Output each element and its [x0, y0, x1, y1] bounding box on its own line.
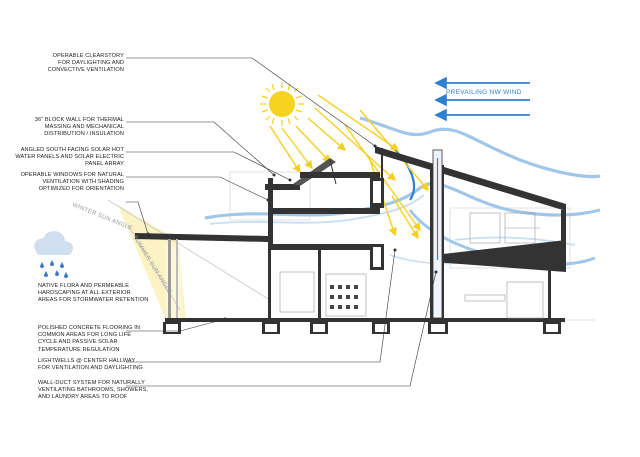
callout-solar-panels: ANGLED SOUTH FACING SOLAR HOT WATER PANE…	[15, 147, 124, 168]
callout-lightwells: LIGHTWELLS @ CENTER HALLWAY FOR VENTILAT…	[38, 358, 143, 372]
callout-windows: OPERABLE WINDOWS FOR NATURAL VENTILATION…	[20, 172, 124, 193]
callout-native-flora: NATIVE FLORA AND PERMEABLE HARDSCAPING A…	[38, 283, 149, 304]
prevailing-wind-label: PREVAILING NW WIND	[446, 89, 522, 96]
wind-streams	[204, 116, 601, 267]
callout-clearstory: OPERABLE CLEARSTORY FOR DAYLIGHTING AND …	[47, 53, 124, 74]
callout-concrete: POLISHED CONCRETE FLOORING IN COMMON ARE…	[38, 325, 141, 353]
callout-block-wall: 36" BLOCK WALL FOR THERMAL MASSING AND M…	[34, 117, 124, 138]
building-structure	[135, 146, 566, 334]
main-roof	[375, 146, 566, 211]
sun-icon	[260, 82, 304, 126]
wind-arrow-icon	[434, 76, 530, 122]
callout-wall-duct: WALL-DUCT SYSTEM FOR NATURALLY VENTILATI…	[38, 380, 149, 401]
summer-sun-angle-line	[127, 224, 181, 311]
leader-lines	[126, 57, 437, 387]
rain-cloud-icon	[34, 231, 73, 278]
summer-sun-light-wedge	[165, 242, 182, 318]
winter-sun-angle-line	[107, 199, 271, 301]
